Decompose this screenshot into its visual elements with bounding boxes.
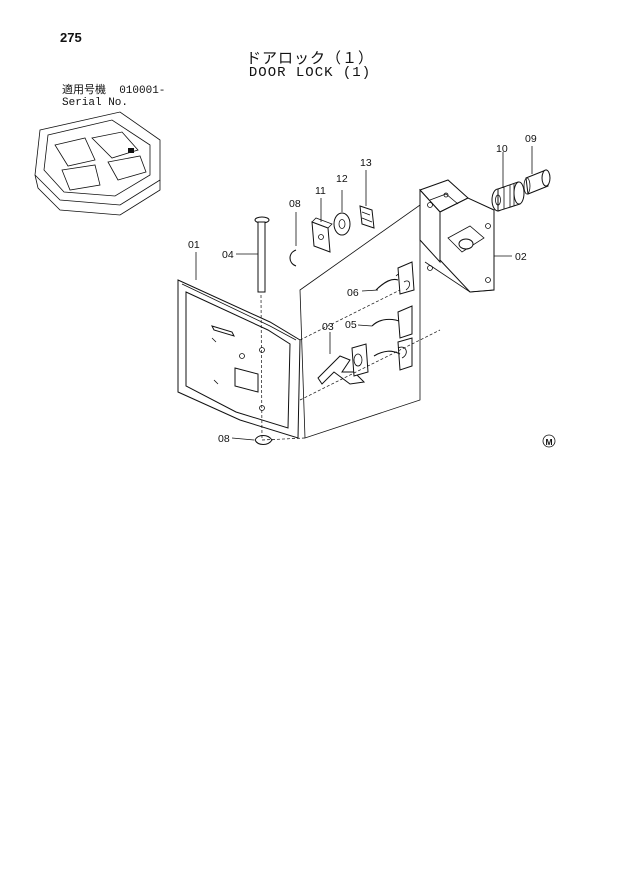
callout-08-upper: 08 (289, 198, 301, 210)
page-title-en: DOOR LOCK (1) (248, 65, 372, 81)
part-06-spring (375, 261, 415, 295)
page-title-jp: ドアロック（１） (245, 50, 374, 67)
part-05-spring (371, 305, 413, 371)
callout-09: 09 (525, 133, 537, 145)
serial-label-en: Serial No. (62, 97, 129, 109)
part-12-washer (333, 212, 351, 236)
part-08-clip-upper (289, 249, 297, 267)
callout-13: 13 (360, 157, 372, 169)
callout-03: 03 (322, 321, 334, 333)
part-10-cylinder (491, 181, 525, 212)
m-marker-letter: M (545, 437, 552, 447)
callout-08-lower: 08 (218, 433, 230, 445)
callout-05: 05 (345, 319, 357, 331)
part-04-pin (254, 216, 270, 441)
callout-02: 02 (515, 251, 527, 263)
leader-lines (195, 146, 533, 441)
callout-11: 11 (315, 185, 326, 197)
part-08-clip-lower (254, 434, 273, 446)
part-01-lock-plate (177, 279, 301, 439)
serial-label-jp: 適用号機 (62, 85, 106, 97)
mounting-plate-outline (299, 204, 421, 439)
callout-12: 12 (336, 173, 348, 185)
serial-value: 010001- (119, 85, 166, 97)
part-13-shim (359, 205, 375, 229)
excavator-thumbnail (34, 111, 161, 216)
page-number: 275 (60, 30, 82, 45)
callout-01: 01 (188, 239, 200, 251)
part-11-block (311, 217, 333, 253)
callout-10: 10 (496, 143, 508, 155)
serial-info: 適用号機 010001- Serial No. (62, 85, 165, 109)
callout-06: 06 (347, 287, 359, 299)
part-09-plug (523, 169, 551, 195)
callout-04: 04 (222, 249, 234, 261)
part-02-bracket (419, 179, 495, 293)
m-marker: M (542, 434, 556, 448)
part-03-latch (317, 343, 369, 385)
